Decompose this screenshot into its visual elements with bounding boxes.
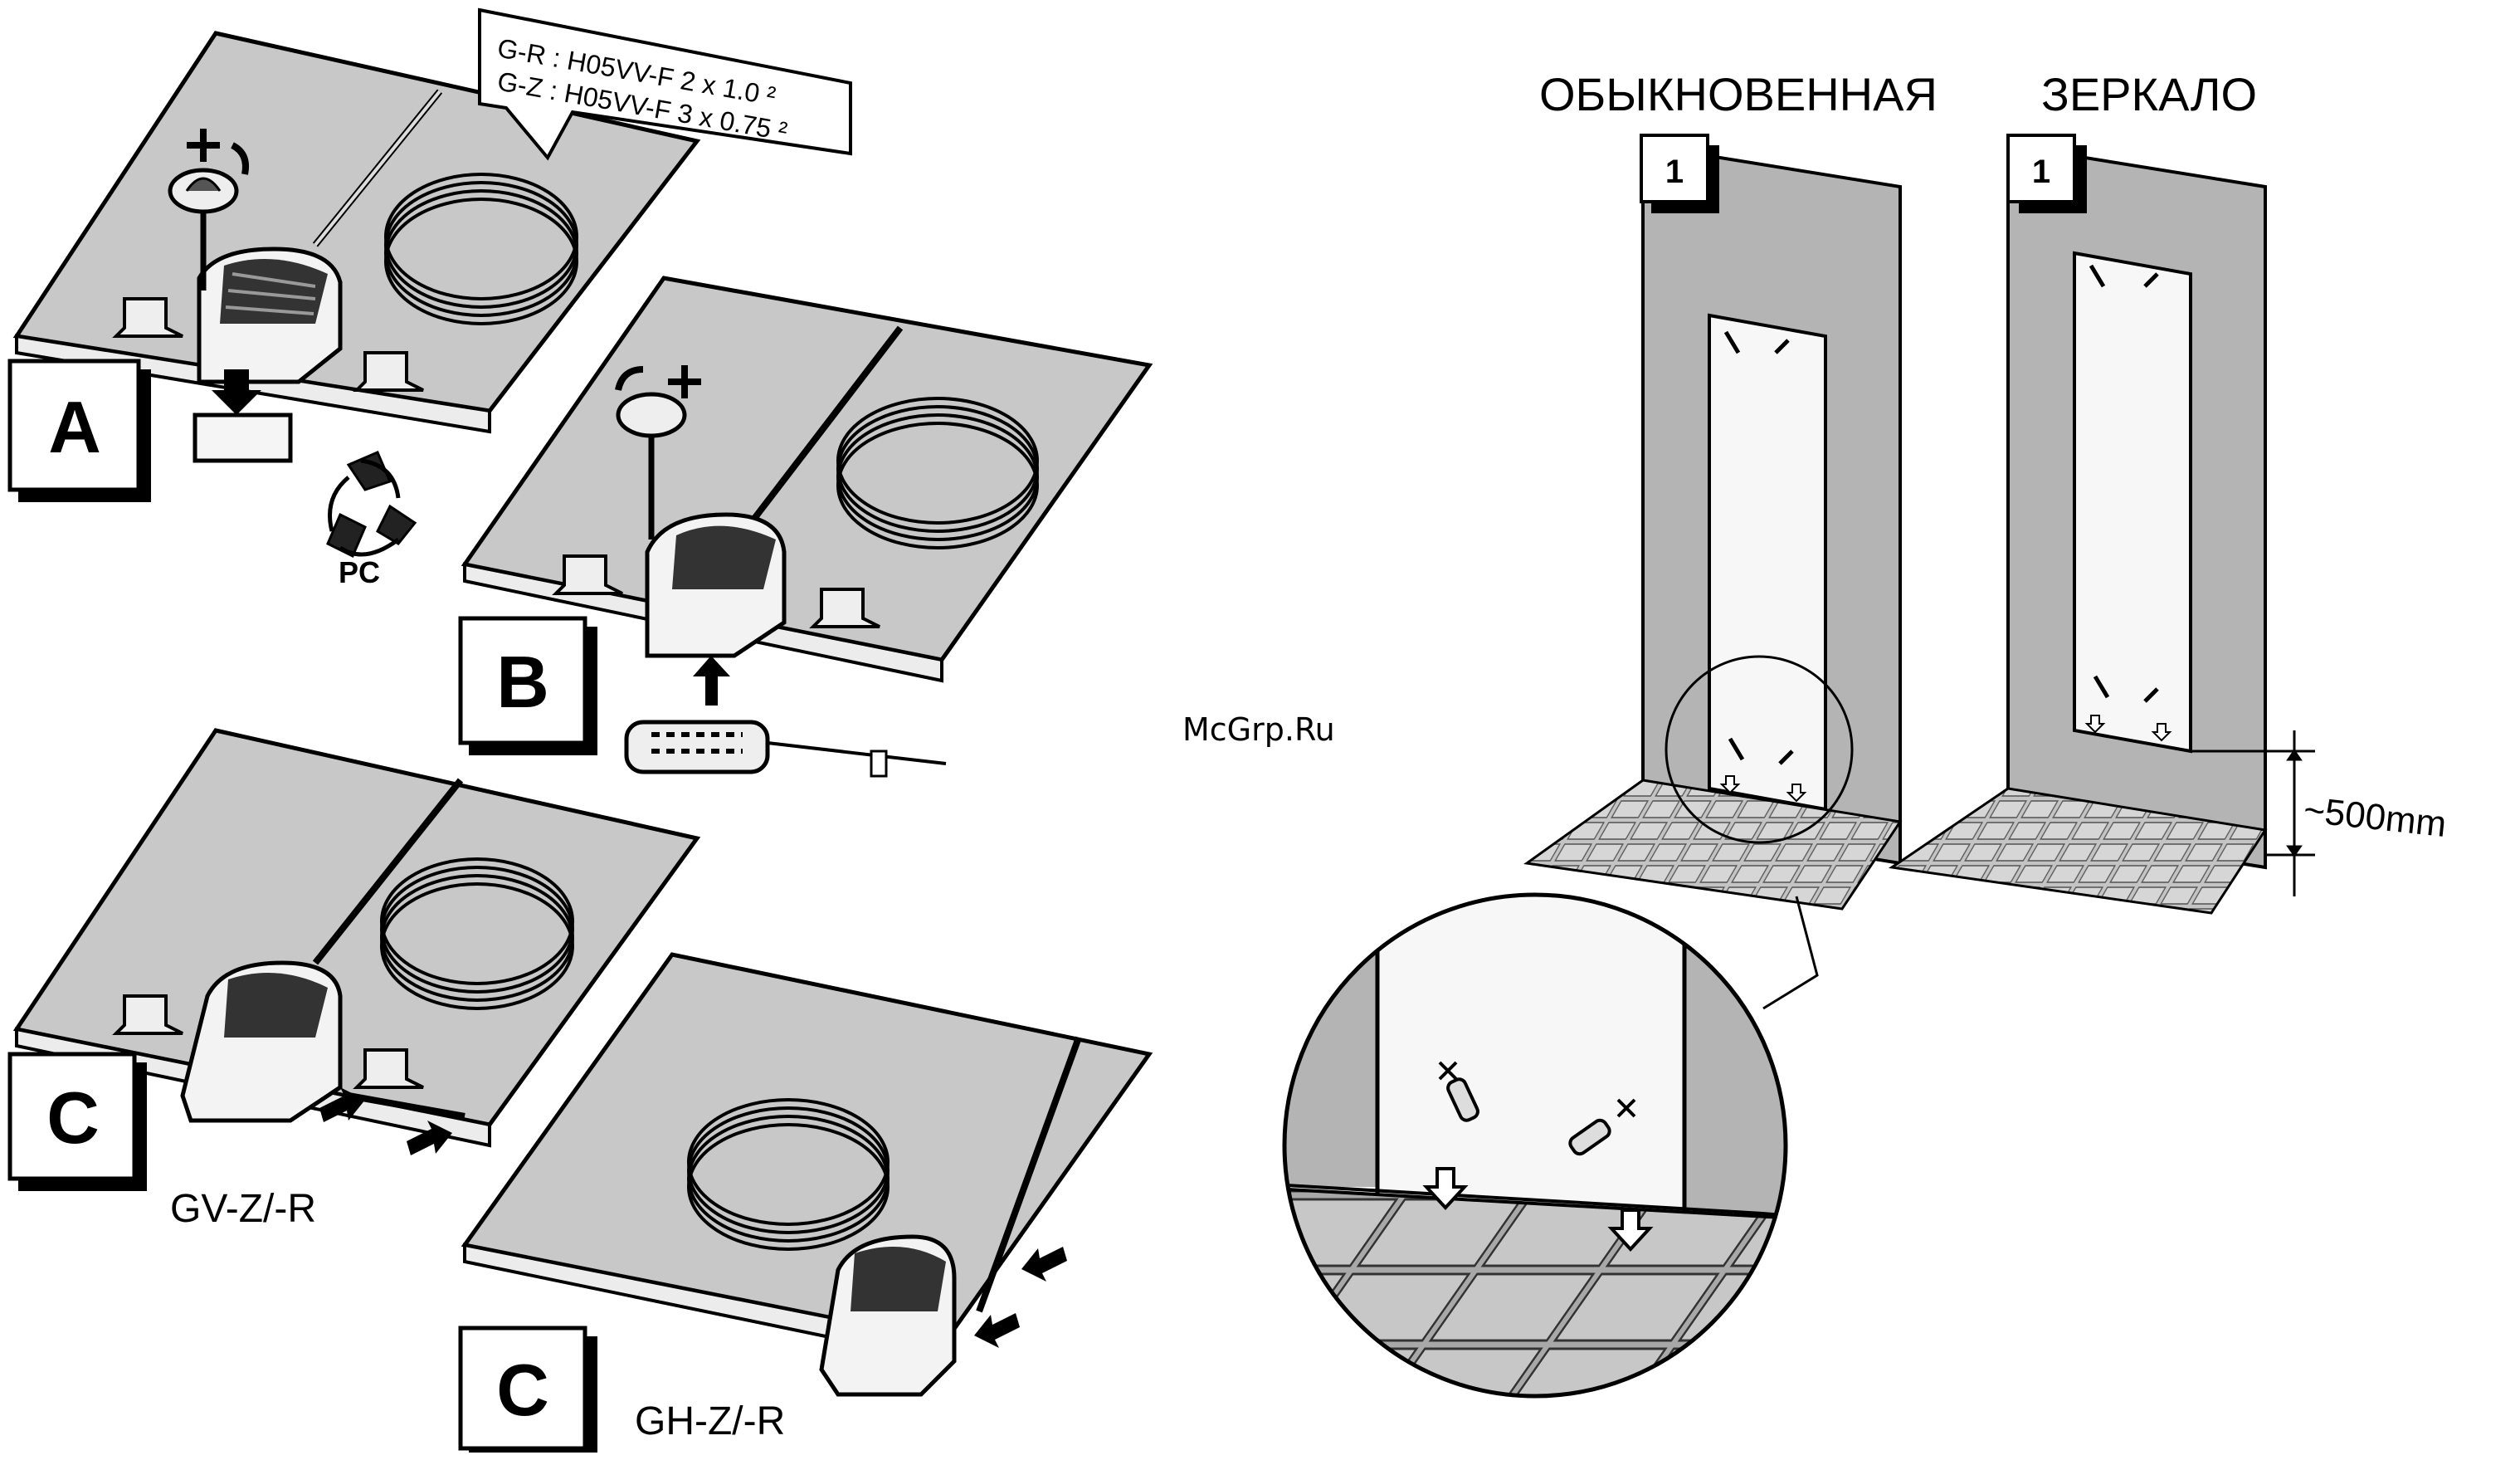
step-c-gh-letter: C [496, 1349, 549, 1431]
label-mirror: ЗЕРКАЛО [2041, 68, 2257, 120]
zoom-connector [1763, 896, 1817, 1008]
recycle-label: PC [339, 555, 380, 589]
step-ordinary-number: 1 [1665, 154, 1684, 190]
thermostat-box-a [199, 249, 340, 382]
zoom-detail [1203, 880, 1875, 1428]
step-b-badge: B [461, 618, 597, 755]
dimension-label: ~500mm [2302, 789, 2449, 845]
model-label-gh: GH-Z/-R [635, 1399, 785, 1443]
step-c-gh-badge: C [461, 1328, 597, 1453]
terminal-block-icon [626, 722, 946, 776]
step-mirror-badge: 1 [2008, 135, 2087, 213]
recycle-icon [328, 452, 415, 556]
step-a-letter: A [48, 386, 101, 468]
ordinary-wall [1527, 145, 1900, 909]
model-label-gv: GV-Z/-R [170, 1187, 316, 1231]
step-c-gv-letter: C [46, 1077, 100, 1159]
mirror-wall [1892, 145, 2265, 913]
step-mirror-number: 1 [2032, 154, 2050, 190]
watermark-text: McGrp.Ru [1182, 711, 1335, 748]
step-ordinary-badge: 1 [1641, 135, 1719, 213]
step-a-badge: A [10, 361, 151, 502]
step-c-gv-badge: C [10, 1054, 147, 1191]
label-ordinary: ОБЫКНОВЕННАЯ [1539, 68, 1938, 120]
step-b-letter: B [496, 641, 549, 723]
